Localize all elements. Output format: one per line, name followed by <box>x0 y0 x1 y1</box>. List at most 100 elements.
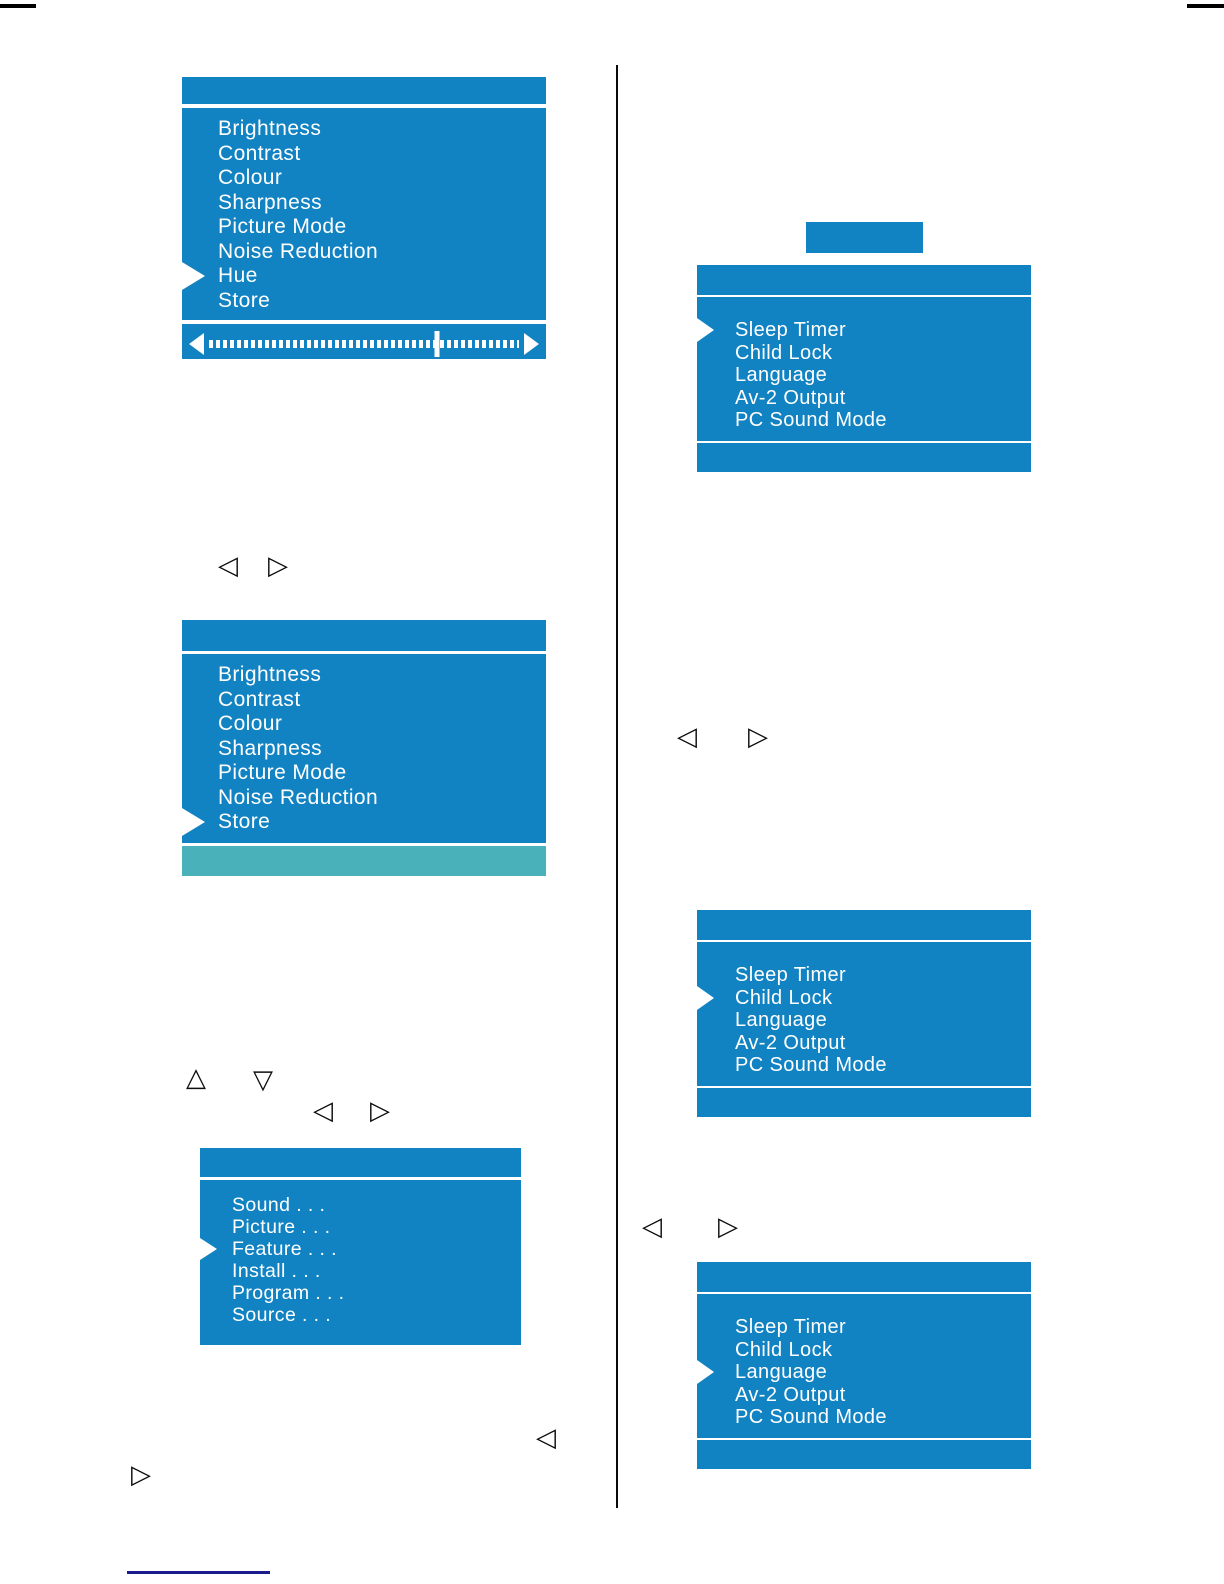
osd-picture-menu-store: Brightness Contrast Colour Sharpness Pic… <box>182 620 546 876</box>
footer-link-rule <box>127 1571 270 1574</box>
divider-line <box>697 441 1031 443</box>
right-arrow-button-icon: ▷ <box>748 722 768 752</box>
osd-feature-tab <box>806 222 923 253</box>
divider-line <box>697 1292 1031 1294</box>
menu-item-program[interactable]: Program . . . <box>232 1282 345 1304</box>
right-arrow-button-icon: ▷ <box>131 1460 151 1490</box>
selection-cursor-icon <box>697 1360 714 1385</box>
menu-item-sleep-timer[interactable]: Sleep Timer <box>735 964 847 986</box>
menu-item-sleep-timer[interactable]: Sleep Timer <box>697 318 1031 343</box>
menu-title-bar <box>697 265 1031 295</box>
selection-cursor-icon <box>182 262 205 291</box>
menu-item-child-lock[interactable]: Child Lock <box>735 1338 833 1361</box>
menu-title-bar <box>697 910 1031 940</box>
menu-item-pc-sound-mode[interactable]: PC Sound Mode <box>735 409 887 431</box>
left-arrow-button-icon: ◁ <box>677 722 697 752</box>
column-divider <box>616 65 618 1508</box>
menu-item-contrast[interactable]: Contrast <box>218 141 301 165</box>
divider-line <box>697 1086 1031 1088</box>
menu-item-noise-reduction[interactable]: Noise Reduction <box>218 785 379 809</box>
left-arrow-button-icon: ◁ <box>218 551 238 581</box>
divider-line <box>182 320 546 324</box>
menu-item-list: Sound . . . Picture . . . Feature . . . … <box>200 1180 521 1345</box>
menu-item-child-lock[interactable]: Child Lock <box>735 341 833 364</box>
menu-item-sound[interactable]: Sound . . . <box>232 1194 326 1216</box>
menu-item-label: Child Lock <box>735 986 833 1009</box>
slider-thumb[interactable] <box>434 330 440 357</box>
selection-cursor-icon <box>182 808 205 837</box>
menu-item-label: Sleep Timer <box>735 319 847 341</box>
down-arrow-button-icon: ▽ <box>253 1065 273 1095</box>
menu-item-language[interactable]: Language <box>735 364 828 386</box>
menu-item-sharpness[interactable]: Sharpness <box>218 190 322 214</box>
menu-item-contrast[interactable]: Contrast <box>218 687 301 711</box>
menu-item-av2-output[interactable]: Av-2 Output <box>735 1383 846 1406</box>
menu-title-bar <box>182 77 546 104</box>
menu-item-brightness[interactable]: Brightness <box>218 117 322 140</box>
menu-item-label: Store <box>218 810 271 833</box>
hue-slider[interactable] <box>182 328 546 359</box>
menu-item-av2-output[interactable]: Av-2 Output <box>735 1031 846 1054</box>
left-arrow-button-icon: ◁ <box>536 1423 556 1453</box>
osd-feature-menu-sleep-timer: Sleep Timer Child Lock Language Av-2 Out… <box>697 265 1031 472</box>
menu-item-sleep-timer[interactable]: Sleep Timer <box>735 1316 847 1338</box>
right-arrow-button-icon: ▷ <box>370 1096 390 1126</box>
left-arrow-button-icon: ◁ <box>313 1096 333 1126</box>
crop-mark-top-left <box>0 4 36 8</box>
osd-picture-menu-hue: Brightness Contrast Colour Sharpness Pic… <box>182 77 546 359</box>
right-arrow-button-icon: ▷ <box>718 1212 738 1242</box>
menu-item-list: Sleep Timer Child Lock Language Av-2 Out… <box>697 297 1031 441</box>
menu-item-child-lock[interactable]: Child Lock <box>697 985 1031 1010</box>
selection-cursor-icon <box>697 318 714 343</box>
divider-line <box>182 651 546 654</box>
menu-item-store[interactable]: Store <box>182 808 546 837</box>
divider-line <box>697 1438 1031 1440</box>
menu-item-noise-reduction[interactable]: Noise Reduction <box>218 239 379 263</box>
menu-item-label: Feature . . . <box>232 1238 337 1260</box>
osd-feature-menu-language: Sleep Timer Child Lock Language Av-2 Out… <box>697 1262 1031 1469</box>
slider-right-arrow-icon[interactable] <box>524 332 539 355</box>
divider-line <box>697 940 1031 942</box>
menu-item-pc-sound-mode[interactable]: PC Sound Mode <box>735 1406 887 1428</box>
menu-item-picture[interactable]: Picture . . . <box>232 1216 331 1238</box>
menu-item-list: Brightness Contrast Colour Sharpness Pic… <box>182 108 546 320</box>
menu-item-picture-mode[interactable]: Picture Mode <box>218 761 347 784</box>
slider-left-arrow-icon[interactable] <box>189 332 204 355</box>
osd-main-menu: Sound . . . Picture . . . Feature . . . … <box>200 1148 521 1345</box>
menu-item-colour[interactable]: Colour <box>218 712 283 735</box>
menu-item-label: Language <box>735 1361 828 1383</box>
menu-footer-bar <box>697 1440 1031 1469</box>
menu-item-av2-output[interactable]: Av-2 Output <box>735 386 846 409</box>
menu-item-hue[interactable]: Hue <box>182 262 546 291</box>
selection-cursor-icon <box>697 985 714 1010</box>
right-arrow-button-icon: ▷ <box>268 551 288 581</box>
menu-item-list: Brightness Contrast Colour Sharpness Pic… <box>182 654 546 843</box>
menu-item-source[interactable]: Source . . . <box>232 1304 332 1326</box>
menu-item-install[interactable]: Install . . . <box>232 1260 321 1282</box>
menu-title-bar <box>697 1262 1031 1292</box>
menu-status-bar <box>182 846 546 876</box>
divider-line <box>182 843 546 846</box>
osd-feature-menu-child-lock: Sleep Timer Child Lock Language Av-2 Out… <box>697 910 1031 1117</box>
selection-cursor-icon <box>200 1238 217 1260</box>
menu-item-sharpness[interactable]: Sharpness <box>218 736 322 760</box>
slider-track <box>209 339 519 348</box>
menu-item-colour[interactable]: Colour <box>218 166 283 189</box>
menu-item-list: Sleep Timer Child Lock Language Av-2 Out… <box>697 942 1031 1086</box>
divider-line <box>182 104 546 108</box>
menu-item-label: Hue <box>218 264 258 287</box>
menu-item-list: Sleep Timer Child Lock Language Av-2 Out… <box>697 1294 1031 1438</box>
menu-item-picture-mode[interactable]: Picture Mode <box>218 215 347 238</box>
divider-line <box>697 295 1031 297</box>
menu-item-language[interactable]: Language <box>697 1360 1031 1385</box>
menu-title-bar <box>182 620 546 651</box>
menu-item-language[interactable]: Language <box>735 1009 828 1031</box>
menu-item-pc-sound-mode[interactable]: PC Sound Mode <box>735 1054 887 1076</box>
menu-item-store[interactable]: Store <box>218 288 271 312</box>
menu-item-feature[interactable]: Feature . . . <box>200 1238 521 1260</box>
crop-mark-top-right <box>1187 4 1224 8</box>
menu-title-bar <box>200 1148 521 1177</box>
up-arrow-button-icon: △ <box>186 1063 206 1093</box>
menu-item-brightness[interactable]: Brightness <box>218 663 322 686</box>
